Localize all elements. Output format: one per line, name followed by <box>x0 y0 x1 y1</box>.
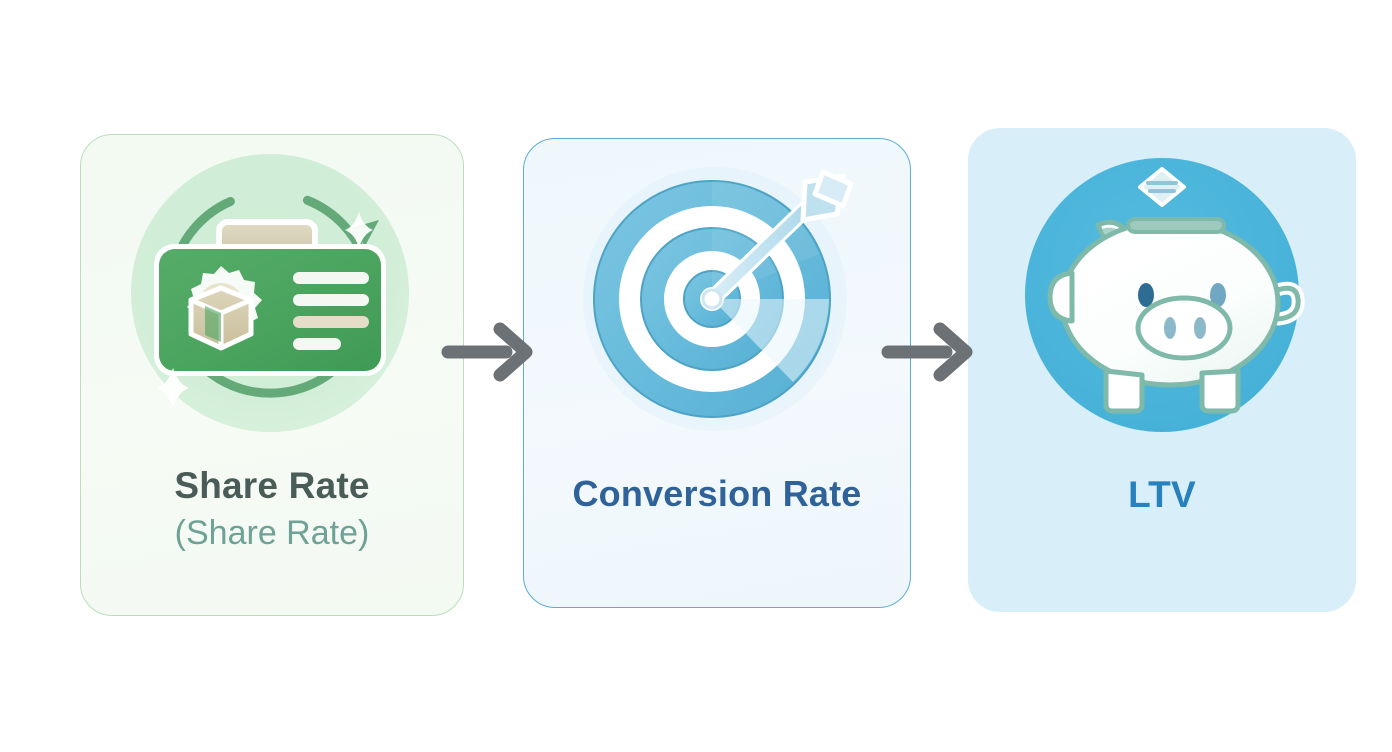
conversion-rate-title: Conversion Rate <box>572 473 862 514</box>
coin-icon <box>1138 167 1186 207</box>
sparkle-icon <box>157 212 373 408</box>
ltv-title: LTV <box>1128 474 1196 515</box>
flow-step-share-rate[interactable]: Share Rate (Share Rate) <box>80 134 464 616</box>
ltv-label-block: LTV <box>968 468 1356 515</box>
conversion-rate-icon-area <box>524 139 910 469</box>
conversion-rate-label-block: Conversion Rate <box>524 469 910 519</box>
arrow-right-icon <box>881 322 973 382</box>
piggy-body <box>1047 217 1281 414</box>
card-text-lines <box>293 272 369 350</box>
ltv-icon-area <box>968 128 1356 468</box>
share-rate-subtitle: (Share Rate) <box>174 514 370 553</box>
piggy-bank-icon <box>1025 158 1305 432</box>
flow-step-ltv[interactable]: LTV <box>968 128 1356 612</box>
share-rate-label-block: Share Rate (Share Rate) <box>81 465 463 553</box>
flow-step-conversion-rate[interactable]: Conversion Rate <box>523 138 911 608</box>
share-card-refresh-icon <box>131 154 409 432</box>
arrow-right-icon <box>441 322 533 382</box>
share-rate-title: Share Rate <box>174 465 370 506</box>
dart-arrow <box>701 169 854 310</box>
gear-box-glyph <box>187 266 262 351</box>
share-rate-icon-area <box>81 135 463 465</box>
connector-1 <box>440 318 540 391</box>
target-dart-icon <box>583 167 854 431</box>
connector-2 <box>880 318 980 391</box>
